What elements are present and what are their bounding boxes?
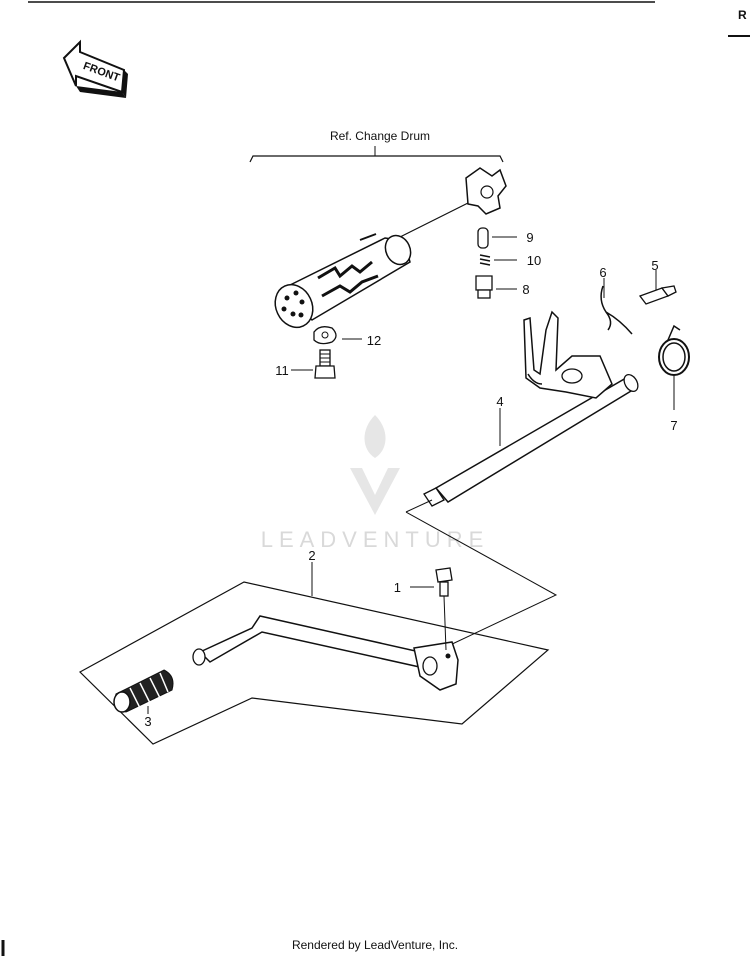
callout-2: 2 [308,548,315,563]
part-1-bolt [410,567,453,651]
ref-change-drum-label: Ref. Change Drum [330,129,430,143]
part-3-pedal-rubber [113,669,174,714]
part-12-stopper-plate [313,326,362,345]
callout-7: 7 [670,418,677,433]
change-drum [274,167,507,329]
callout-1: 1 [394,580,401,595]
callout-11: 11 [275,363,289,378]
part-7-return-spring [658,324,690,410]
front-arrow-icon: FRONT [62,39,128,98]
part-10-spring [479,254,517,266]
part-2-shift-pedal [79,562,550,745]
callout-9: 9 [526,230,533,245]
part-9-pin [477,227,517,249]
callout-3: 3 [144,714,151,729]
callout-10: 10 [527,253,541,268]
callout-4: 4 [496,394,503,409]
callout-8: 8 [522,282,529,297]
part-6-spring [600,278,633,335]
callout-5: 5 [651,258,658,273]
watermark-text: LEADVENTURE [261,527,490,552]
part-4-shift-shaft [423,310,639,507]
page-corner-letter: R [738,8,747,22]
callout-6: 6 [599,265,606,280]
part-5-pin [638,270,677,305]
ref-change-drum-bracket: Ref. Change Drum [249,129,504,163]
footer-credit: Rendered by LeadVenture, Inc. [291,938,459,952]
callout-12: 12 [367,333,381,348]
part-11-bolt [291,349,336,379]
callout-labels: 1 2 3 4 5 6 7 8 9 10 11 12 [144,230,677,729]
part-8-plug [475,275,517,299]
watermark: LEADVENTURE [261,415,490,552]
